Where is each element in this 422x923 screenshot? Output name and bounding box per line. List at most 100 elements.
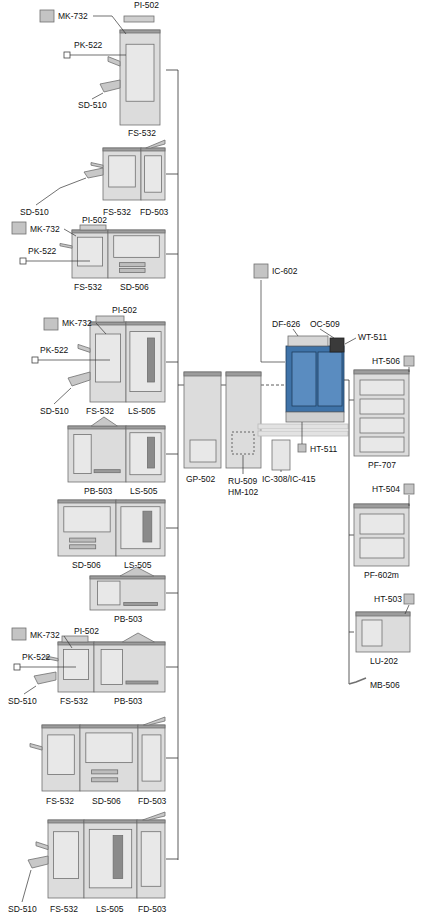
unit-panel bbox=[89, 829, 131, 888]
bypass-tray bbox=[349, 678, 366, 684]
unit-body bbox=[137, 820, 165, 898]
engine-base bbox=[286, 412, 344, 422]
unit-top bbox=[184, 372, 221, 376]
unit-top bbox=[126, 322, 165, 325]
unit-top bbox=[68, 426, 126, 429]
unit-body bbox=[108, 230, 165, 278]
shelf-bar bbox=[258, 424, 348, 429]
leader-line bbox=[36, 178, 86, 205]
drawer bbox=[92, 778, 118, 782]
part-name: MK-732 bbox=[62, 318, 92, 328]
part-name: IC-308/IC-415 bbox=[262, 474, 315, 484]
unit-panel bbox=[145, 156, 162, 192]
unit-panel bbox=[63, 650, 88, 680]
binder-top bbox=[122, 633, 154, 642]
unit-body bbox=[103, 148, 141, 200]
drawer bbox=[92, 770, 118, 774]
leader-line bbox=[38, 360, 110, 361]
part-name: FS-532 bbox=[103, 207, 131, 217]
stacker-slot bbox=[143, 511, 152, 542]
unit-body bbox=[356, 612, 410, 652]
unit-body bbox=[80, 725, 138, 791]
unit-panel bbox=[48, 735, 75, 775]
link-tick bbox=[349, 535, 354, 536]
part-name: WT-511 bbox=[358, 332, 387, 342]
output-tray bbox=[60, 243, 72, 248]
bracket-tick bbox=[166, 758, 178, 759]
part-name: SD-506 bbox=[92, 796, 121, 806]
part-name: PK-522 bbox=[74, 40, 102, 50]
part-name: DF-626 bbox=[272, 319, 300, 329]
unit-panel bbox=[126, 44, 154, 101]
part-name: HT-506 bbox=[372, 356, 400, 366]
punch-icon bbox=[20, 258, 26, 264]
unit-panel bbox=[130, 433, 161, 475]
link-line bbox=[221, 385, 226, 386]
part-name: FD-503 bbox=[138, 796, 166, 806]
leader-line bbox=[20, 667, 76, 668]
unit-top bbox=[42, 725, 80, 728]
bracket-line bbox=[178, 70, 179, 860]
part-name: IC-602 bbox=[272, 266, 298, 276]
part-name: SD-510 bbox=[78, 100, 107, 110]
unit-panel bbox=[98, 581, 121, 605]
cover-tray bbox=[94, 470, 120, 473]
leader-line bbox=[70, 55, 126, 56]
output-tray bbox=[30, 743, 42, 750]
leader-line bbox=[409, 367, 410, 372]
stapler-tray bbox=[84, 168, 103, 178]
link-tick bbox=[349, 632, 354, 633]
top-tray bbox=[143, 717, 165, 725]
paper-drawer bbox=[360, 399, 404, 414]
unit-panel bbox=[53, 832, 78, 879]
leader-line bbox=[64, 636, 72, 648]
leader-line bbox=[320, 329, 334, 338]
leader-line bbox=[22, 870, 31, 902]
link-line bbox=[344, 380, 349, 684]
part-name: FS-532 bbox=[50, 904, 78, 914]
unit-top bbox=[84, 820, 137, 823]
punch-icon bbox=[32, 357, 38, 363]
unit-top bbox=[90, 322, 126, 325]
bracket-tick bbox=[166, 174, 178, 175]
part-name: SD-506 bbox=[72, 560, 101, 570]
leader-line bbox=[302, 422, 303, 444]
part-name: FS-532 bbox=[86, 406, 114, 416]
unit-body bbox=[126, 426, 165, 482]
kit-icon bbox=[12, 628, 26, 640]
unit-panel bbox=[142, 735, 161, 781]
cover-tray bbox=[124, 603, 158, 606]
paper-drawer bbox=[360, 437, 404, 452]
part-name: PI-502 bbox=[74, 626, 99, 636]
bracket-tick bbox=[166, 593, 178, 594]
engine-body bbox=[286, 346, 344, 412]
leader-line bbox=[345, 338, 356, 344]
unit-panel bbox=[95, 334, 120, 382]
controller-icon bbox=[254, 264, 268, 278]
link-line bbox=[178, 385, 184, 386]
part-name: PK-522 bbox=[22, 652, 50, 662]
part-name: MK-732 bbox=[58, 11, 88, 21]
part-name: GP-502 bbox=[186, 474, 215, 484]
unit-top bbox=[356, 612, 410, 616]
inserter-tray bbox=[96, 316, 124, 322]
output-tray bbox=[36, 842, 48, 850]
part-name: RU-509 bbox=[228, 476, 257, 486]
engine-door bbox=[318, 352, 342, 406]
part-name: PB-503 bbox=[114, 696, 142, 706]
unit-top bbox=[80, 725, 138, 728]
unit-top bbox=[116, 500, 165, 503]
drawer bbox=[70, 538, 96, 542]
unit-body bbox=[226, 372, 261, 468]
leader-line bbox=[26, 261, 90, 262]
part-name: PK-522 bbox=[28, 246, 56, 256]
unit-body bbox=[48, 820, 84, 898]
part-name: PF-707 bbox=[368, 460, 396, 470]
part-name: MK-732 bbox=[30, 630, 60, 640]
unit-panel bbox=[77, 237, 102, 266]
part-name: LS-505 bbox=[124, 560, 151, 570]
part-name: PF-602m bbox=[364, 570, 399, 580]
unit-top bbox=[126, 426, 165, 429]
part-name: SD-510 bbox=[40, 406, 69, 416]
